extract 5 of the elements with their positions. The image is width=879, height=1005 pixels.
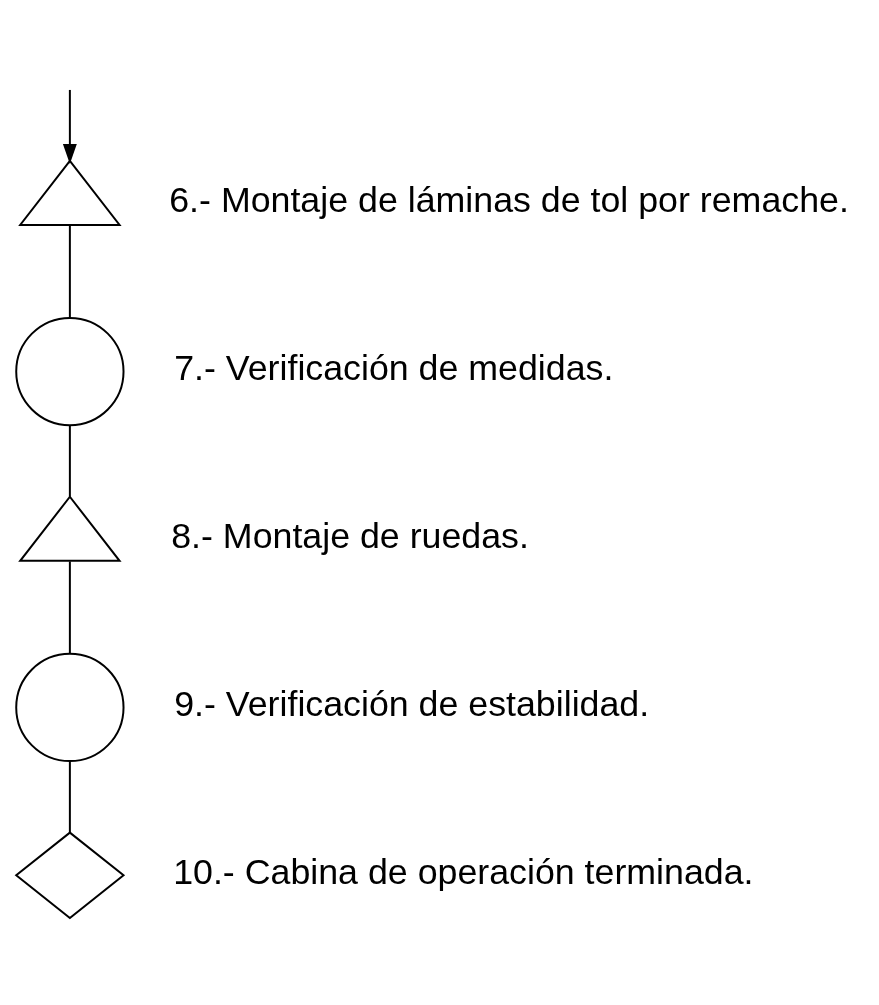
- node-label: 7.- Verificación de medidas.: [174, 347, 614, 388]
- node-label: 6.- Montaje de láminas de tol por remache.: [169, 179, 849, 220]
- node-label: 8.- Montaje de ruedas.: [171, 515, 529, 556]
- node-label: 9.- Verificación de estabilidad.: [174, 683, 650, 724]
- node-label: 10.- Cabina de operación terminada.: [173, 851, 754, 892]
